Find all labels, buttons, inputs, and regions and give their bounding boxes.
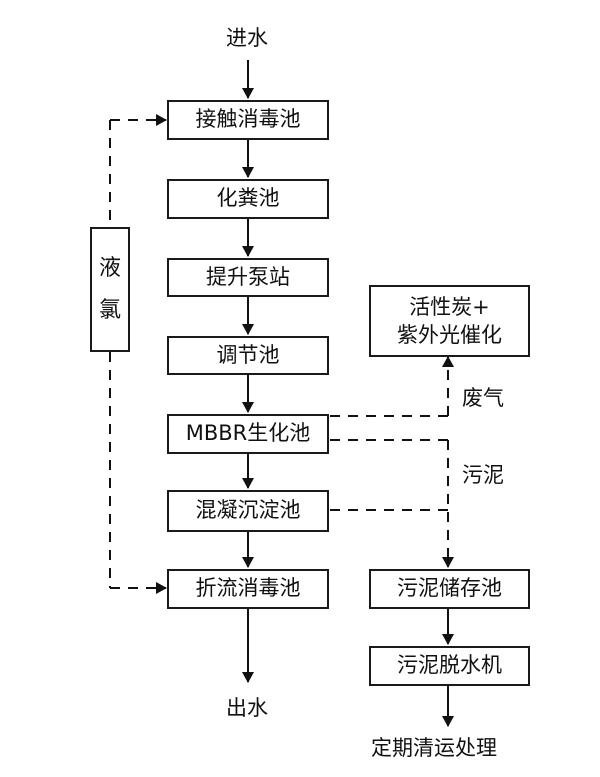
liquid-chlorine-char-1: 液 [98, 255, 121, 281]
activated-carbon-uv-box: 活性炭+ 紫外光催化 [369, 285, 530, 357]
periodic-disposal-label: 定期清运处理 [371, 736, 497, 760]
sludge-label: 污泥 [462, 463, 504, 487]
exhaust-gas-label: 废气 [462, 386, 504, 410]
sludge-dewatering-machine-box: 污泥脱水机 [369, 646, 530, 686]
contact-disinfection-tank-box: 接触消毒池 [167, 100, 329, 140]
liquid-chlorine-char-2: 氯 [98, 297, 121, 323]
mbbr-tank-box: MBBR生化池 [167, 414, 329, 454]
septic-tank-box: 化粪池 [167, 179, 329, 219]
regulating-tank-box: 调节池 [167, 336, 329, 375]
activated-carbon-line-1: 活性炭+ [409, 294, 490, 319]
baffled-disinfection-tank-box: 折流消毒池 [167, 569, 329, 609]
activated-carbon-line-2: 紫外光催化 [397, 323, 502, 347]
inlet-label: 进水 [226, 26, 268, 50]
liquid-chlorine-box: 液 氯 [90, 227, 130, 352]
coagulation-sedimentation-tank-box: 混凝沉淀池 [167, 490, 329, 532]
lift-pump-station-box: 提升泵站 [167, 258, 329, 297]
outlet-label: 出水 [226, 696, 268, 720]
sludge-storage-tank-box: 污泥储存池 [369, 569, 530, 609]
